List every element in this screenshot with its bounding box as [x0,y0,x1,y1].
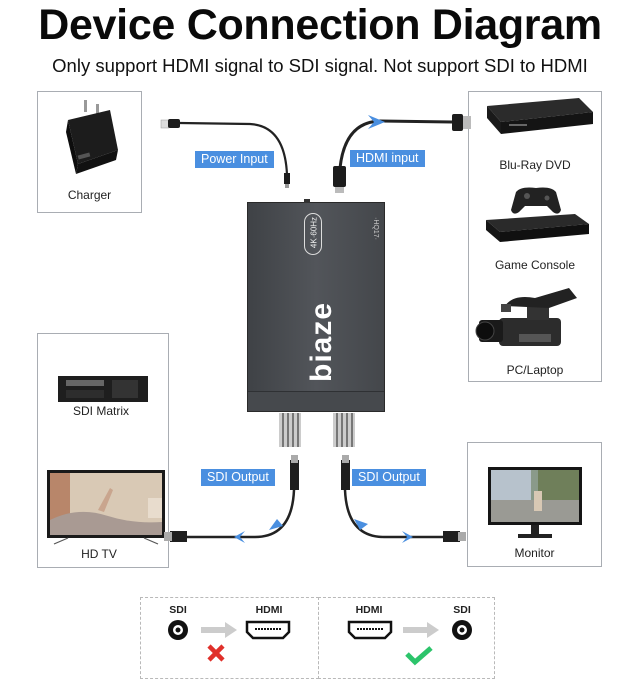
source-devices-box: Blu-Ray DVD Game Console PC/Laptop [468,91,602,382]
unsupported-to-label: HDMI [255,604,283,616]
supported-from-label: HDMI [355,604,383,616]
checkmark-icon [405,646,433,666]
sdi-port-icon [452,620,472,640]
brand-logo: biaze [305,301,338,382]
tv-icon [47,470,165,545]
power-input-tag: Power Input [195,151,274,168]
hdmi-input-tag: HDMI input [350,150,425,167]
comparison-supported: HDMI SDI [318,597,495,679]
hdmi-port-icon [347,620,393,640]
device-bottom-edge [248,391,384,411]
charger-box: Charger [37,91,142,213]
hdtv-label: HD TV [81,547,117,561]
page-title: Device Connection Diagram [38,1,602,49]
cross-icon [207,644,225,662]
monitor-icon [488,467,582,538]
sdi-output-tag-right: SDI Output [352,469,426,486]
supported-to-label: SDI [453,604,471,616]
unsupported-from-label: SDI [169,604,187,616]
sdi-port-icon [168,620,188,640]
charger-label: Charger [67,188,112,202]
usb-charger-icon [66,100,118,174]
arrow-right-icon [201,622,237,638]
arrow-right-icon [403,622,439,638]
monitor-label: Monitor [514,546,555,560]
sdi-output-tag-left: SDI Output [201,469,275,486]
resolution-badge: 4K·60Hz [304,213,322,255]
bluray-player-icon [487,98,593,134]
hdmi-port-icon [245,620,291,640]
comparison-unsupported: SDI HDMI [140,597,319,679]
game-console-icon [486,187,589,242]
left-output-box: SDI Matrix HD TV [37,333,169,568]
bluray-label: Blu-Ray DVD [499,158,571,172]
converter-device: 4K·60Hz ·HQ17· biaze [247,199,385,412]
sdi-matrix-label: SDI Matrix [72,404,129,418]
game-console-label: Game Console [494,258,576,272]
model-number: ·HQ17· [371,217,379,240]
page-subtitle: Only support HDMI signal to SDI signal. … [52,55,588,76]
pc-laptop-label: PC/Laptop [506,363,564,377]
sdi-matrix-icon [58,376,148,402]
top-button [304,199,310,203]
bnc-port-left [279,413,301,447]
monitor-box: Monitor [467,442,602,567]
bnc-port-right [333,413,355,447]
camcorder-icon [475,288,577,346]
